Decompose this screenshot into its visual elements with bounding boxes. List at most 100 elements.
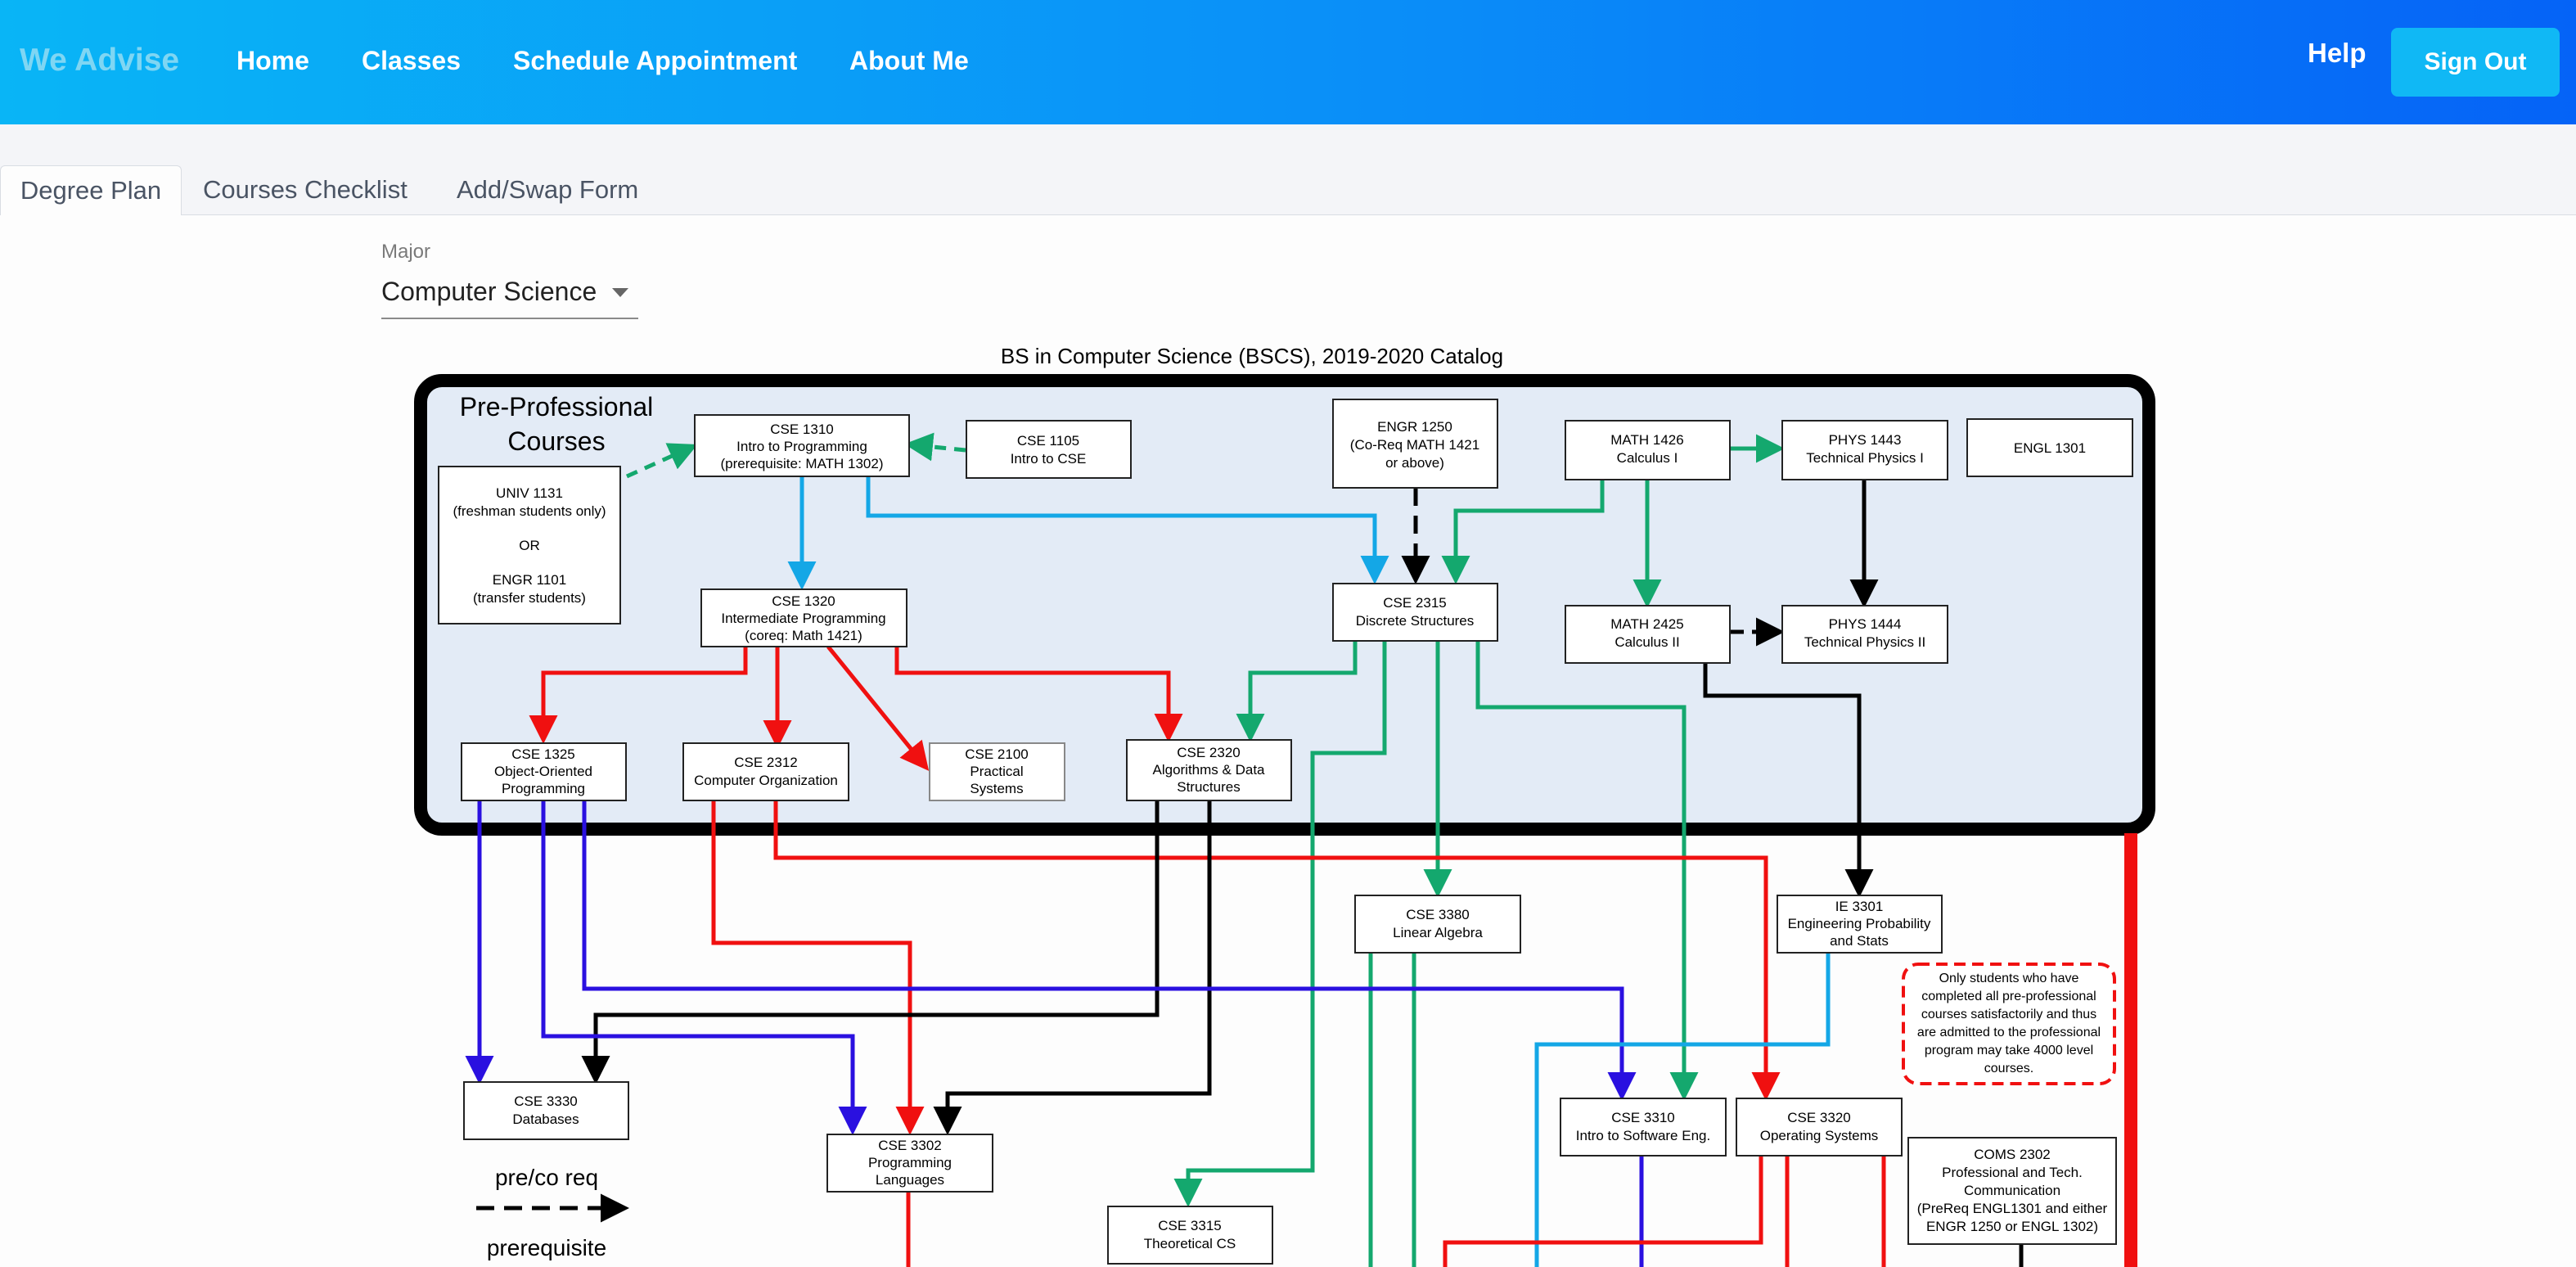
svg-text:(Co-Req MATH 1421: (Co-Req MATH 1421	[1350, 437, 1479, 453]
chevron-down-icon	[612, 288, 628, 297]
svg-text:Intermediate Programming: Intermediate Programming	[721, 611, 885, 626]
nav-classes[interactable]: Classes	[362, 46, 461, 75]
svg-text:ENGR 1101: ENGR 1101	[493, 572, 566, 588]
tab-degree-plan[interactable]: Degree Plan	[0, 165, 182, 215]
svg-text:Engineering Probability: Engineering Probability	[1788, 916, 1931, 931]
svg-text:(PreReq ENGL1301 and either: (PreReq ENGL1301 and either	[1917, 1201, 2108, 1216]
edge-math1426-cse2315	[1441, 480, 1605, 584]
svg-text:(transfer students): (transfer students)	[473, 590, 586, 606]
svg-text:Linear Algebra: Linear Algebra	[1393, 925, 1483, 940]
svg-text:Technical Physics I: Technical Physics I	[1806, 450, 1924, 466]
edge-cse2315-cse3310	[1475, 641, 1699, 1101]
svg-text:MATH 2425: MATH 2425	[1610, 616, 1683, 632]
svg-text:Computer Organization: Computer Organization	[694, 773, 838, 788]
edge-cse1320-cse2100	[826, 645, 930, 771]
edge-cse1320-cse1325	[529, 647, 748, 744]
svg-text:CSE 3380: CSE 3380	[1406, 907, 1470, 922]
svg-text:(prerequisite: MATH 1302): (prerequisite: MATH 1302)	[720, 456, 883, 471]
edge-cse2312-cse3320	[773, 800, 1781, 1101]
edge-cse1105-cse1310	[904, 432, 966, 462]
flowchart-title: BS in Computer Science (BSCS), 2019-2020…	[1001, 344, 1503, 368]
svg-text:CSE 1310: CSE 1310	[770, 422, 834, 437]
svg-text:or above): or above)	[1385, 455, 1444, 471]
svg-text:program may take 4000 level: program may take 4000 level	[1925, 1044, 2093, 1057]
svg-text:Languages: Languages	[876, 1172, 944, 1188]
svg-text:OR: OR	[519, 538, 540, 553]
course-univ1131[interactable]: UNIV 1131(freshman students only) OR ENG…	[438, 466, 621, 624]
svg-text:Algorithms & Data: Algorithms & Data	[1153, 762, 1266, 778]
svg-text:Technical Physics II: Technical Physics II	[1804, 634, 1925, 650]
edge-cse2320-cse3330	[581, 800, 1160, 1084]
pre-professional-title-line2: Courses	[507, 426, 605, 456]
professional-program-note: Only students who have completed all pre…	[1902, 963, 2116, 1085]
svg-text:CSE 3310: CSE 3310	[1611, 1110, 1675, 1125]
pre-professional-title: Pre-Professional	[460, 392, 654, 422]
nav-home[interactable]: Home	[236, 46, 309, 75]
svg-text:Discrete Structures: Discrete Structures	[1356, 613, 1475, 629]
brand-logo[interactable]: We Advise	[20, 43, 180, 78]
tab-courses-checklist[interactable]: Courses Checklist	[203, 175, 408, 204]
top-navbar: We Advise Home Classes Schedule Appointm…	[0, 0, 2576, 124]
edge-cse1310-cse2315	[866, 476, 1389, 584]
svg-text:CSE 1105: CSE 1105	[1017, 433, 1079, 449]
help-link[interactable]: Help	[2308, 38, 2367, 68]
svg-text:(coreq: Math 1421): (coreq: Math 1421)	[745, 628, 862, 643]
svg-text:courses satisfactorily and thu: courses satisfactorily and thus	[1921, 1008, 2096, 1021]
svg-text:PHYS 1443: PHYS 1443	[1829, 432, 1902, 448]
svg-text:CSE 2315: CSE 2315	[1383, 595, 1447, 611]
edge-cse2312-cse3302	[711, 800, 925, 1135]
major-select[interactable]: Computer Science	[381, 273, 638, 319]
svg-text:Intro to CSE: Intro to CSE	[1011, 451, 1087, 467]
edge-cse1325-cse3302	[541, 800, 867, 1135]
svg-text:Practical: Practical	[970, 764, 1023, 779]
svg-text:IE 3301: IE 3301	[1835, 899, 1884, 914]
edge-ie3301-down	[1534, 953, 1831, 1267]
svg-text:CSE 3330: CSE 3330	[514, 1093, 578, 1109]
svg-text:ENGL 1301: ENGL 1301	[2014, 440, 2086, 456]
svg-text:Calculus II: Calculus II	[1615, 634, 1679, 650]
svg-text:CSE 1325: CSE 1325	[511, 746, 575, 762]
svg-text:and Stats: and Stats	[1830, 933, 1889, 949]
edge-cse2315-cse2320	[1236, 641, 1358, 742]
major-selected-value: Computer Science	[381, 277, 597, 306]
tab-add-swap-form[interactable]: Add/Swap Form	[457, 175, 639, 204]
svg-text:courses.: courses.	[1984, 1062, 2033, 1075]
svg-text:CSE 3315: CSE 3315	[1158, 1218, 1222, 1233]
pre-professional-panel	[414, 374, 2155, 836]
legend-coreq-label: pre/co req	[495, 1165, 598, 1190]
nav-schedule-appointment[interactable]: Schedule Appointment	[513, 46, 798, 75]
course-engl1301[interactable]: ENGL 1301	[1966, 418, 2133, 477]
svg-text:Intro to Software Eng.: Intro to Software Eng.	[1576, 1128, 1710, 1143]
nav-about-me[interactable]: About Me	[849, 46, 969, 75]
edge-univ1131-cse1310	[625, 443, 698, 479]
sign-out-button[interactable]: Sign Out	[2391, 28, 2560, 97]
svg-text:Programming: Programming	[868, 1155, 952, 1170]
svg-text:CSE 3320: CSE 3320	[1787, 1110, 1851, 1125]
edge-cse3320-down-a	[1443, 1156, 1763, 1267]
svg-text:Operating Systems: Operating Systems	[1760, 1128, 1879, 1143]
svg-text:Programming: Programming	[502, 781, 585, 796]
svg-text:CSE 2312: CSE 2312	[734, 755, 798, 770]
